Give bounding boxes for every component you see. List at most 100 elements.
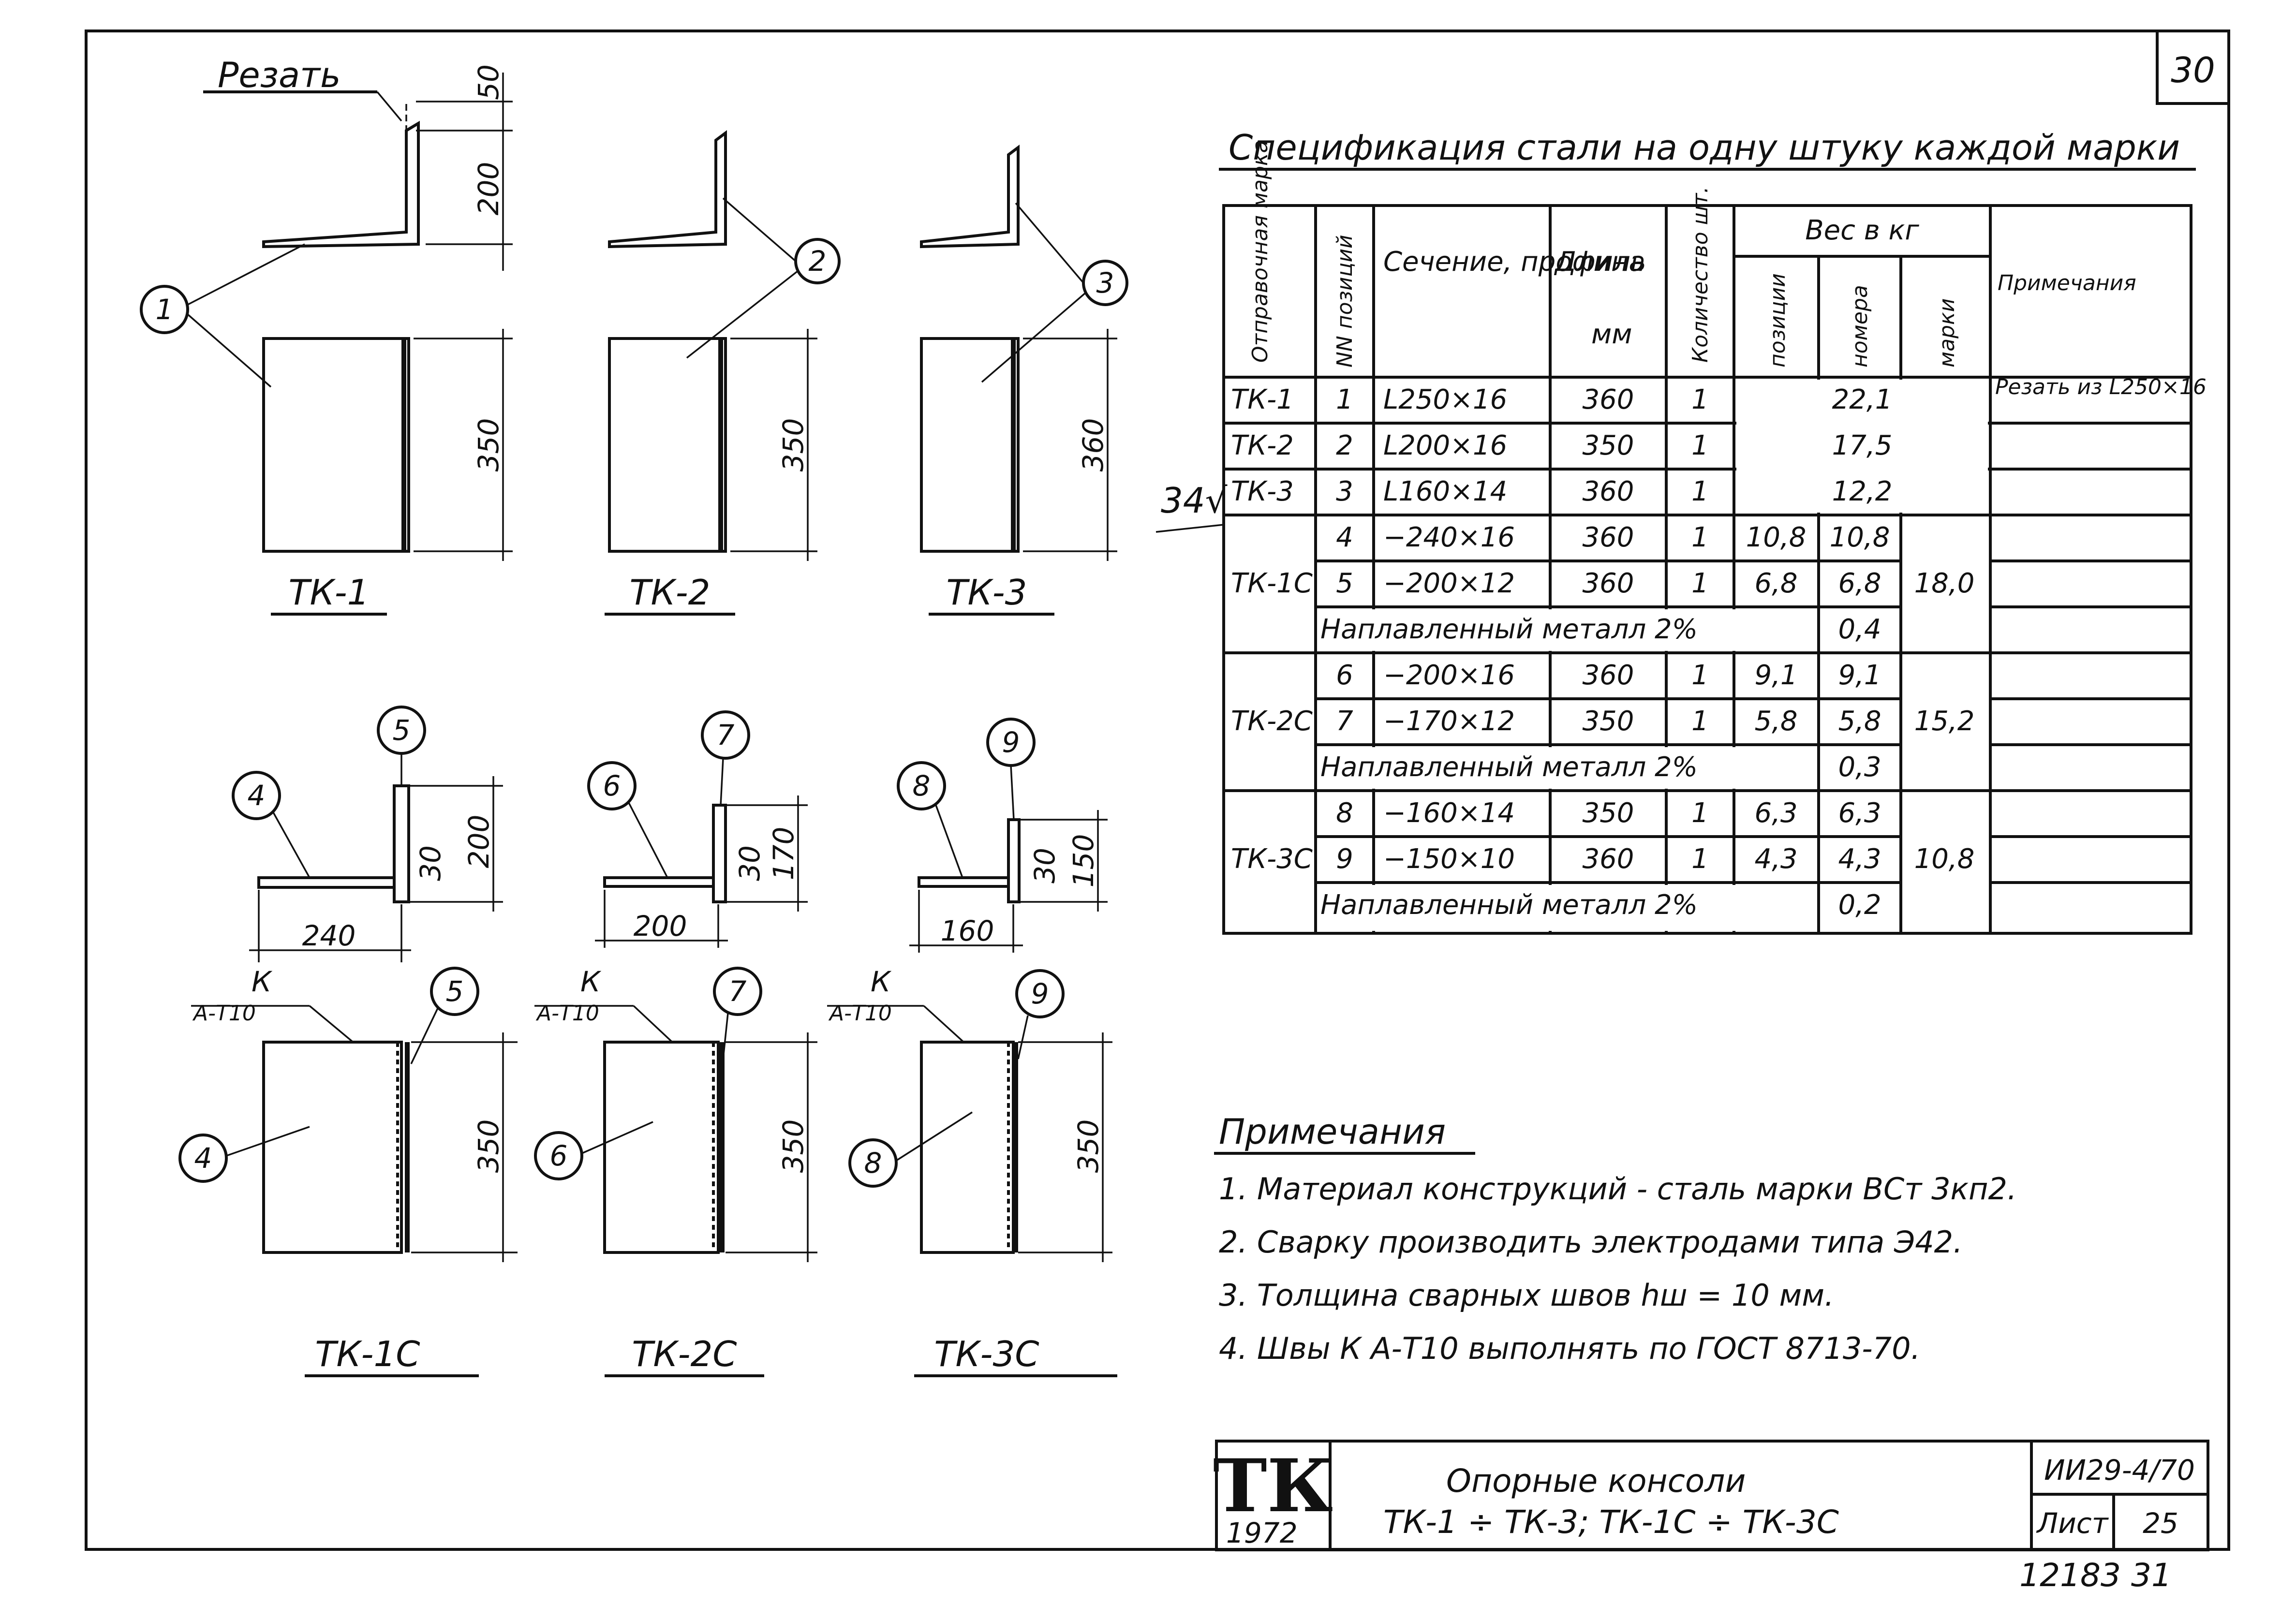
- position-3-label: 3: [1096, 266, 1114, 299]
- row-section: −200×16: [1383, 660, 1515, 691]
- row-w-pos: 6,3: [1754, 797, 1797, 829]
- elevation-tk2: [608, 337, 727, 553]
- table-row: 8 −160×14 350 1 6,3 6,3: [1336, 797, 1881, 829]
- row-w-num: 10,8: [1830, 522, 1890, 553]
- row-section: −170×12: [1383, 706, 1515, 737]
- row-length: 360: [1583, 843, 1634, 875]
- row-section: −240×16: [1383, 522, 1515, 553]
- elevation-tk1: [262, 337, 410, 553]
- weld-symbol: А-Т10: [192, 1001, 256, 1026]
- header-section: Сечение, профиль: [1383, 246, 1646, 278]
- leader: [187, 313, 272, 388]
- elevation-tk3: [920, 337, 1020, 553]
- position-2-label: 2: [809, 245, 827, 278]
- row-length: 360: [1583, 568, 1634, 599]
- row-w-pos: 4,3: [1754, 843, 1797, 875]
- row-pos: 3: [1336, 476, 1353, 507]
- dim-tk2c-350: 350: [777, 1119, 810, 1173]
- position-balloon-8: [897, 761, 946, 810]
- angle-section-tk3: [920, 145, 1020, 249]
- row-qty: 1: [1691, 384, 1709, 415]
- angle-section-tk1: [262, 120, 420, 249]
- header-length: Длина: [1554, 246, 1645, 278]
- position-4-label: 4: [248, 779, 266, 812]
- table-row: 7 −170×12 350 1 5,8 5,8: [1336, 706, 1881, 737]
- leader: [1010, 765, 1015, 820]
- stamp-code: ИИ29-4/70: [2044, 1454, 2195, 1487]
- leader: [1015, 202, 1084, 284]
- group-mark: ТК-1С: [1231, 568, 1313, 599]
- plate-5-section: [393, 784, 410, 903]
- group-total: 10,8: [1914, 843, 1975, 875]
- leader: [896, 1111, 973, 1162]
- plate-9-section: [1007, 818, 1021, 903]
- table-group: ТК-3С 10,8 8 −160×14 350 1 6,3 6,3 9 −15…: [1231, 797, 1974, 921]
- position-1-label: 1: [156, 293, 174, 326]
- weld-mark-k-3: К: [871, 965, 892, 998]
- weld-label: Наплавленный металл 2%: [1320, 614, 1698, 645]
- row-pos: 8: [1336, 797, 1353, 829]
- row-weight: 22,1: [1832, 384, 1893, 415]
- table-row: ТК-2 2 L200×16 350 1 17,5: [1231, 430, 1892, 461]
- row-qty: 1: [1691, 522, 1709, 553]
- angle-section-tk2: [608, 130, 727, 249]
- dim-tk3-360: 360: [1077, 418, 1110, 472]
- header-mark: Отправочная марка: [1248, 140, 1273, 363]
- plate-7-section: [712, 804, 727, 903]
- weld-mark-k-2: К: [580, 965, 602, 998]
- weld-label: Наплавленный металл 2%: [1320, 889, 1698, 921]
- row-w-pos: 9,1: [1754, 660, 1797, 691]
- position-6b-label: 6: [550, 1139, 568, 1172]
- mark-tk1: ТК-1: [289, 572, 370, 613]
- row-qty: 1: [1691, 706, 1709, 737]
- dim-tk1c-30: 30: [414, 845, 447, 881]
- position-balloon-6: [587, 761, 637, 810]
- weld-value: 0,3: [1838, 751, 1881, 783]
- stamp-year: 1972: [1226, 1517, 1298, 1549]
- row-weight: 17,5: [1832, 430, 1893, 461]
- row-section: L250×16: [1383, 384, 1507, 415]
- row-section: −160×14: [1383, 797, 1515, 829]
- plate-4-section: [257, 876, 396, 889]
- table-group: ТК-1С 18,0 4 −240×16 360 1 10,8 10,8 5 −…: [1231, 522, 1974, 645]
- row-length: 350: [1583, 430, 1634, 461]
- position-8b-label: 8: [864, 1147, 882, 1179]
- weld-symbol-3: А-Т10: [828, 1001, 892, 1026]
- row-qty: 1: [1691, 430, 1709, 461]
- position-balloon-4: [232, 771, 281, 820]
- table-row: 6 −200×16 360 1 9,1 9,1: [1336, 660, 1881, 691]
- note-item-3: 3. Толщина сварных швов hш = 10 мм.: [1219, 1278, 1834, 1313]
- row-section: −150×10: [1383, 843, 1515, 875]
- position-balloon-8b: [848, 1138, 898, 1188]
- dim-tk1c-350: 350: [472, 1119, 505, 1173]
- row-length: 360: [1583, 522, 1634, 553]
- note-item-1: 1. Материал конструкций - сталь марки ВС…: [1219, 1171, 2017, 1207]
- table-row: 4 −240×16 360 1 10,8 10,8: [1336, 522, 1890, 553]
- mark-tk3: ТК-3: [947, 572, 1027, 613]
- row-note: Резать из L250×16: [1995, 375, 2207, 399]
- spec-table: Спецификация стали на одну штуку каждой …: [1155, 127, 2207, 935]
- row-w-num: 9,1: [1838, 660, 1881, 691]
- stamp-series: ТК: [1213, 1443, 1333, 1529]
- weld-symbol-2: А-Т10: [535, 1001, 599, 1026]
- note-item-2: 2. Сварку производить электродами типа Э…: [1219, 1224, 1963, 1260]
- merge-mask: [1318, 747, 1816, 789]
- position-6-label: 6: [603, 769, 621, 802]
- position-balloon-6b: [534, 1131, 583, 1180]
- header-w-num: номера: [1848, 285, 1872, 368]
- header-length-unit: мм: [1591, 319, 1632, 350]
- weld-value: 0,2: [1838, 889, 1881, 921]
- group-mark: ТК-3С: [1231, 843, 1313, 875]
- dim-tk1-50: 50: [472, 64, 505, 100]
- leader: [581, 1121, 653, 1154]
- leader: [187, 243, 305, 306]
- spec-title: Спецификация стали на одну штуку каждой …: [1229, 127, 2180, 168]
- position-balloon-9b: [1015, 969, 1065, 1018]
- dim-tk1c-200: 200: [462, 815, 495, 869]
- dim-tk2-350: 350: [777, 418, 810, 472]
- row-w-num: 6,8: [1838, 568, 1881, 599]
- position-balloon-5b: [430, 967, 479, 1016]
- position-balloon-7b: [713, 967, 762, 1016]
- group-mark: ТК-2С: [1231, 706, 1313, 737]
- row-length: 360: [1583, 660, 1634, 691]
